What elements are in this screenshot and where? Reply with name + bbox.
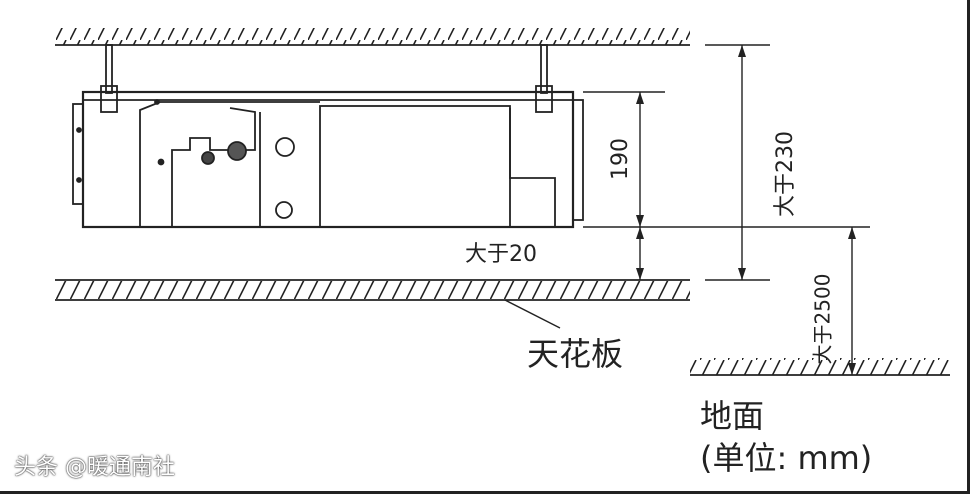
dim-unit-height: 190 [608, 138, 633, 180]
ceiling-slab-hatch [55, 28, 690, 45]
false-ceiling-label: 天花板 [527, 335, 624, 373]
dimension-arrows [636, 45, 856, 375]
floor-hatch [690, 358, 950, 375]
dim-unit-to-false-ceiling: 大于20 [465, 242, 537, 267]
floor-label: 地面 [700, 397, 765, 435]
dim-floor-clearance: 大于2500 [810, 273, 835, 365]
unit-label: (单位: mm) [700, 439, 873, 477]
indoor-unit [72, 90, 584, 229]
dim-ceiling-to-slab: 大于230 [773, 131, 798, 217]
watermark: 头条 @暖通南社 [14, 455, 175, 480]
false-ceiling-hatch [55, 281, 690, 299]
